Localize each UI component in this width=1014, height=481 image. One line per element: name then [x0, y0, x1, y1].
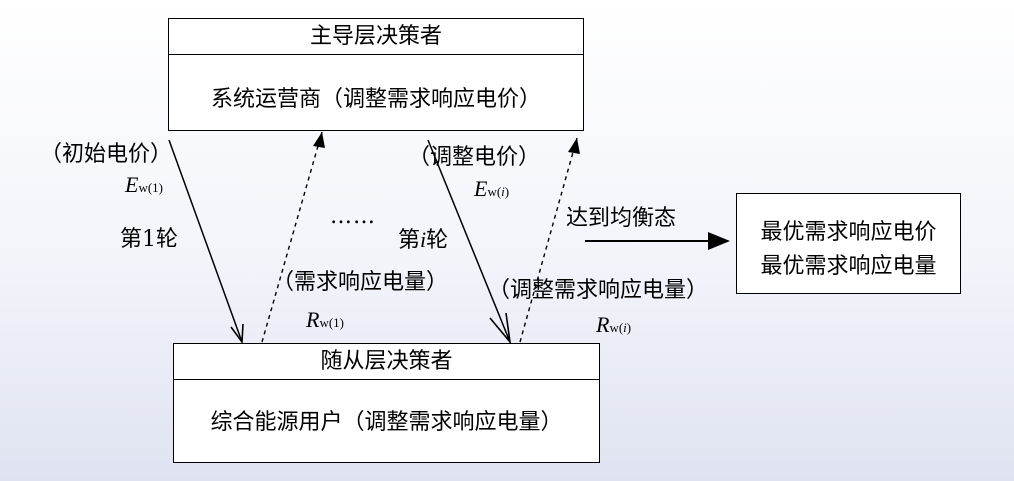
follower-box: 随从层决策者 综合能源用户（调整需求响应电量） — [173, 343, 600, 463]
round1-response-arrowhead — [313, 132, 325, 148]
round1-price-arrow — [168, 139, 243, 343]
r-subscript: w(1) — [319, 315, 344, 330]
result-line2: 最优需求响应电量 — [760, 254, 937, 279]
roundi-price-arrow — [427, 139, 511, 343]
initial-price-label: （初始电价） — [40, 142, 173, 167]
leader-title: 主导层决策者 — [169, 19, 583, 55]
e-symbol: E — [125, 172, 139, 197]
demand-response-qty-label: （需求响应电量） — [272, 270, 449, 295]
e-symbol-i: E — [474, 176, 488, 201]
r-subscript-i: w(i) — [609, 320, 632, 335]
ellipsis-label: …… — [330, 204, 376, 229]
e-subscript-i: w(i) — [487, 184, 510, 199]
result-box: 最优需求响应电价 最优需求响应电量 — [736, 193, 961, 294]
r-wi-label: Rw(i) — [596, 312, 631, 338]
round1-label: 第1轮 — [120, 227, 178, 252]
roundi-label: 第i轮 — [398, 227, 449, 253]
leader-body: 系统运营商（调整需求响应电价） — [210, 87, 541, 112]
roundi-response-arrow — [519, 137, 578, 343]
follower-title: 随从层决策者 — [174, 344, 599, 380]
roundi-price-arrowhead — [489, 312, 512, 345]
r-w1-label: Rw(1) — [306, 307, 344, 333]
e-subscript: w(1) — [138, 180, 163, 195]
result-line1: 最优需求响应电价 — [760, 220, 937, 245]
e-w1-label: Ew(1) — [125, 172, 163, 198]
r-symbol-i: R — [596, 312, 610, 337]
equilibrium-label: 达到均衡态 — [566, 206, 677, 231]
roundi-response-arrowhead — [568, 138, 580, 154]
equilibrium-arrowhead — [708, 232, 730, 250]
adjust-qty-label: （调整需求响应电量） — [488, 278, 709, 303]
follower-body: 综合能源用户（调整需求响应电量） — [210, 410, 563, 435]
leader-box: 主导层决策者 系统运营商（调整需求响应电价） — [168, 18, 584, 131]
round1-price-arrowhead — [230, 323, 244, 345]
e-wi-label: Ew(i) — [474, 176, 509, 202]
adjust-price-label: （调整电价） — [408, 145, 541, 170]
r-symbol: R — [306, 307, 320, 332]
